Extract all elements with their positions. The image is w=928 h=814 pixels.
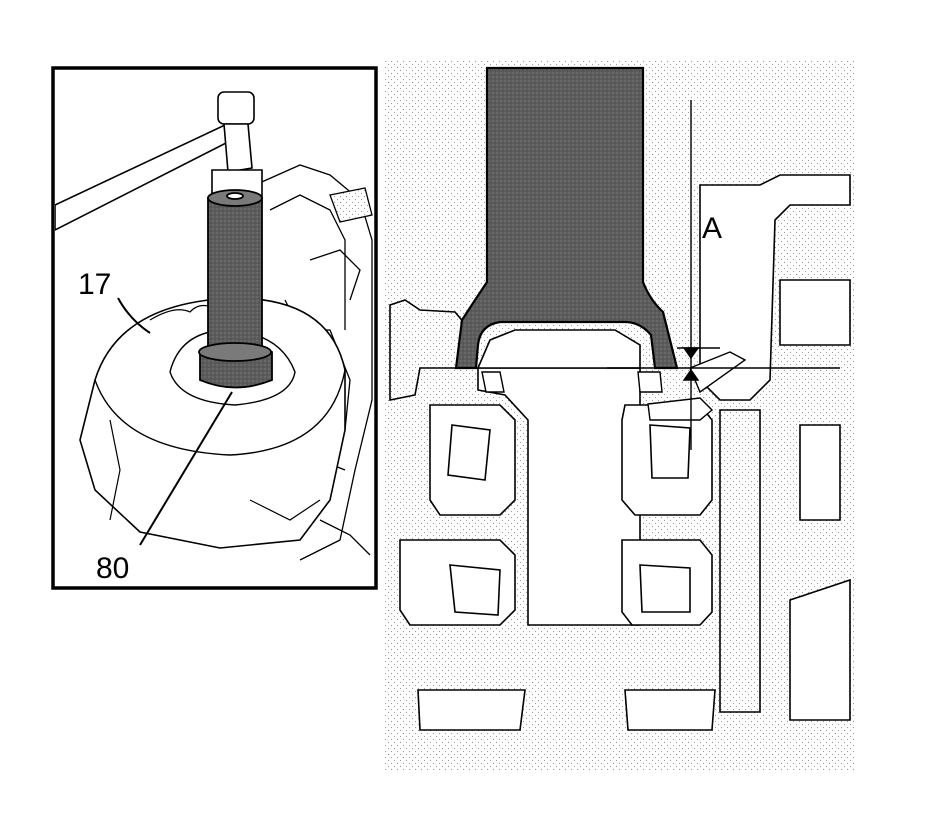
inset-frame [51,66,378,590]
installer-tool [454,66,679,370]
callout-80: 80 [96,552,129,585]
arrow-up-icon [682,368,700,381]
bearing-left [399,404,526,731]
retainer-parts [481,351,747,421]
cross-section-view: A [385,60,855,770]
leader-lines [117,297,233,546]
housing-outline [389,174,851,721]
bearing-right [621,404,761,731]
installer-bar [198,189,273,389]
arrow-down-icon [682,347,700,360]
lever-handle [55,91,263,231]
callout-a: A [702,212,722,245]
inset-view: 17 80 [51,66,378,590]
housing-sketch [254,164,373,561]
callout-17: 17 [78,268,111,301]
dimension-a [607,100,840,450]
